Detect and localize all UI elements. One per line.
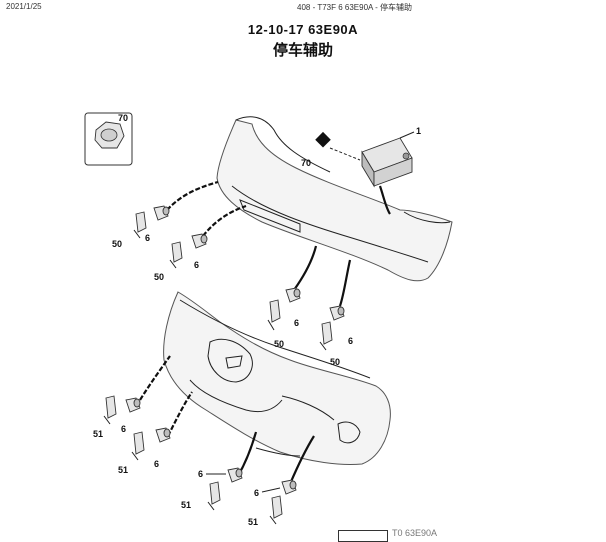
front-sensor-right: 6 51 [248, 479, 297, 527]
front-bumper-shell [163, 291, 391, 465]
leader [261, 487, 281, 493]
bracket-tab [131, 451, 139, 461]
rear-harness-right [338, 259, 352, 307]
header-document-title: 408 - T73F 6 63E90A - 停车辅助 [297, 3, 413, 12]
rear-harness-left [166, 180, 219, 211]
callout-inset: 70 [118, 113, 128, 123]
bracket-shape [105, 395, 117, 419]
callout-rr-midleft-sensor: 6 [194, 260, 199, 270]
callout-fr-left-sensor: 6 [121, 424, 126, 434]
callout-rr-right-sensor: 6 [348, 336, 353, 346]
callout-fastener: 70 [301, 158, 311, 168]
sensor-face [235, 468, 243, 478]
fastener-leader [329, 147, 361, 161]
callout-fr-right-sensor: 6 [254, 488, 259, 498]
rear-bumper-shell [216, 119, 453, 282]
bracket-shape [269, 299, 281, 323]
inset-nut: 70 [84, 112, 133, 166]
front-fog-recess [281, 395, 335, 421]
callout-rr-midright-bracket: 50 [274, 339, 284, 349]
sensor-face [163, 428, 171, 438]
bracket-shape [135, 211, 147, 233]
rear-sensor-right: 6 50 [319, 305, 353, 367]
module-connector [402, 152, 410, 160]
diamond-marker-icon [315, 131, 331, 148]
front-fog-light [337, 421, 361, 444]
module-leader [399, 131, 415, 139]
bracket-shape [171, 241, 183, 263]
callout-fr-midleft-sensor: 6 [154, 459, 159, 469]
footer-box [338, 530, 388, 542]
callout-module: 1 [416, 126, 421, 136]
parking-aid-module: 70 1 [301, 126, 421, 215]
sensor-face [162, 206, 170, 216]
callout-fr-midright-sensor: 6 [198, 469, 203, 479]
rear-sensor-midleft: 50 6 [154, 233, 208, 282]
bracket-tab [269, 515, 277, 525]
sensor-face [337, 306, 345, 316]
callout-rr-left-sensor: 6 [145, 233, 150, 243]
bracket-tab [207, 501, 215, 511]
module-harness [378, 185, 391, 215]
bracket-tab [319, 341, 327, 351]
front-bumper-upper-lip [179, 299, 371, 379]
footer-reference: T0 63E90A [392, 528, 438, 538]
rear-sensor-midright: 6 50 [267, 287, 301, 349]
bracket-shape [209, 481, 221, 505]
rear-bumper-corner [403, 211, 451, 224]
sensor-face [133, 398, 141, 408]
callout-fr-midright-bracket: 51 [181, 500, 191, 510]
diagram-title: 停车辅助 [272, 41, 333, 59]
callout-rr-left-bracket: 50 [112, 239, 122, 249]
front-sensor-left: 51 6 [93, 395, 141, 439]
front-grille-lower [189, 379, 283, 413]
callout-fr-left-bracket: 51 [93, 429, 103, 439]
callout-rr-midright-sensor: 6 [294, 318, 299, 328]
callout-rr-midleft-bracket: 50 [154, 272, 164, 282]
rear-bumper-top-edge [235, 116, 331, 173]
bracket-tab [133, 229, 141, 239]
front-harness-left [139, 355, 171, 401]
callout-fr-midleft-bracket: 51 [118, 465, 128, 475]
header-date: 2021/1/25 [6, 2, 42, 11]
front-bumper-bottom [255, 447, 301, 457]
brand-badge-area [225, 355, 243, 369]
front-bumper [163, 291, 391, 465]
sensor-face [293, 288, 301, 298]
front-harness-midleft [167, 391, 193, 437]
callout-fr-right-bracket: 51 [248, 517, 258, 527]
bracket-tab [103, 415, 111, 425]
rear-bumper-crease [231, 185, 429, 263]
bracket-shape [321, 321, 333, 345]
bracket-tab [267, 319, 275, 331]
rear-bumper [216, 116, 453, 282]
front-sensor-midright: 6 51 [181, 467, 243, 511]
bracket-shape [133, 431, 145, 455]
bracket-tab [169, 259, 177, 269]
bracket-shape [271, 495, 283, 519]
nut-hole [100, 128, 118, 142]
module-front [373, 157, 413, 187]
front-grille-upper [207, 338, 253, 383]
rear-harness-midright [293, 245, 318, 291]
sensor-face [289, 480, 297, 490]
rear-sensor-left: 50 6 [112, 205, 170, 249]
diagram-code: 12-10-17 63E90A [247, 22, 359, 37]
callout-rr-right-bracket: 50 [330, 357, 340, 367]
front-sensor-midleft: 51 6 [118, 427, 171, 475]
rear-harness-midleft [202, 204, 247, 237]
sensor-face [200, 234, 208, 244]
